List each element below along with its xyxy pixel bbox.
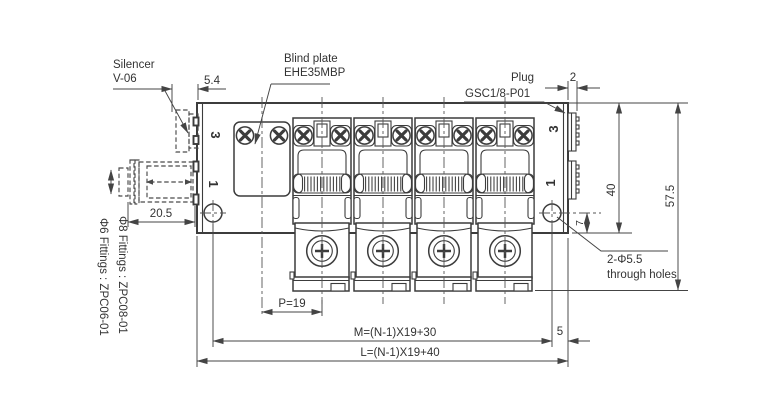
svg-text:2-Φ5.5: 2-Φ5.5 (607, 254, 642, 266)
svg-text:20.5: 20.5 (150, 208, 172, 220)
blind-plate-label: Blind plate EHE35MBP (254, 53, 346, 145)
valve-station-4 (471, 95, 536, 306)
valve-station-3 (410, 95, 475, 306)
port-numbers: 3 1 3 1 (206, 125, 561, 187)
plug-label: Plug GSC1/8-P01 (464, 72, 566, 114)
silencer-phantom (175, 109, 200, 153)
fittings-label: Φ8 Fittings : ZPC08-01 Φ6 Fittings : ZPC… (97, 216, 128, 336)
svg-text:GSC1/8-P01: GSC1/8-P01 (465, 88, 530, 100)
dimension-pitch: P=19 (261, 298, 323, 316)
svg-text:P=19: P=19 (278, 298, 305, 310)
svg-text:Plug: Plug (511, 72, 534, 84)
plug-port3 (567, 112, 580, 152)
through-holes-label: 2-Φ5.5 through holes (556, 216, 677, 281)
dimension-2: 2 (545, 72, 600, 111)
svg-text:L=(N-1)X19+40: L=(N-1)X19+40 (360, 347, 439, 359)
port-1-left: 1 (206, 180, 221, 187)
plug-port1 (567, 160, 580, 200)
dimension-mount-span: M=(N-1)X19+30 (212, 224, 553, 347)
svg-text:through holes: through holes (607, 269, 677, 281)
svg-text:EHE35MBP: EHE35MBP (284, 67, 346, 79)
valve-station-2 (349, 95, 414, 306)
svg-text:M=(N-1)X19+30: M=(N-1)X19+30 (354, 327, 436, 339)
svg-text:Blind plate: Blind plate (284, 53, 338, 65)
svg-text:V-06: V-06 (113, 73, 137, 85)
svg-text:40: 40 (606, 184, 618, 197)
svg-text:Φ6 Fittings : ZPC06-01: Φ6 Fittings : ZPC06-01 (97, 218, 109, 336)
dimension-7: 7 (574, 212, 591, 234)
valve-station-1 (288, 95, 353, 306)
dimension-5: 5 (557, 238, 590, 367)
through-hole-right (539, 200, 601, 224)
blind-plate-station (233, 97, 291, 316)
dimension-20_5: 20.5 (127, 202, 196, 227)
svg-text:2: 2 (570, 72, 576, 84)
svg-text:Silencer: Silencer (113, 59, 155, 71)
through-hole-left (200, 200, 226, 224)
dimension-40: 40 (568, 102, 688, 234)
silencer-label: Silencer V-06 (113, 59, 189, 134)
dimension-5_4: 5.4 (150, 75, 226, 112)
port-3-left: 3 (208, 131, 223, 138)
fitting-phantom (107, 159, 200, 206)
svg-text:7: 7 (574, 220, 586, 226)
svg-text:5.4: 5.4 (204, 75, 221, 87)
dimension-57_5: 57.5 (535, 102, 688, 291)
dimension-total-length: L=(N-1)X19+40 (196, 236, 569, 367)
port-3-right: 3 (546, 125, 561, 132)
port-1-right: 1 (543, 179, 558, 186)
svg-text:Φ8 Fittings : ZPC08-01: Φ8 Fittings : ZPC08-01 (116, 216, 128, 334)
svg-text:5: 5 (557, 326, 563, 338)
svg-text:57.5: 57.5 (665, 185, 677, 207)
